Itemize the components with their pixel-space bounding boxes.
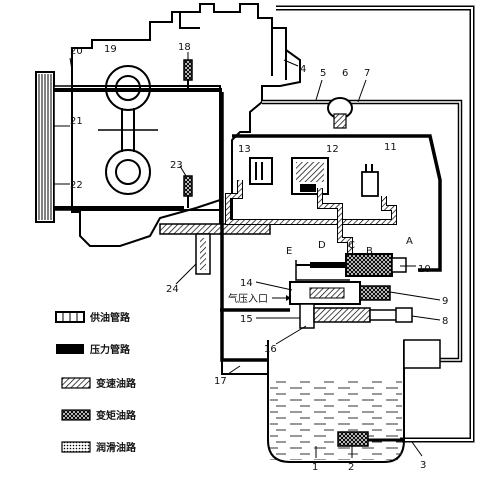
label-12: 12 xyxy=(326,144,339,155)
label-11: 11 xyxy=(384,142,397,153)
label-4: 4 xyxy=(300,64,306,75)
legend-supply: 供油管路 xyxy=(55,311,131,324)
label-18: 18 xyxy=(178,42,191,53)
filter xyxy=(327,97,353,129)
lube-loop xyxy=(276,5,475,443)
label-22: 22 xyxy=(70,180,83,191)
legend-torque-label: 变矩油路 xyxy=(96,409,137,422)
label-2: 2 xyxy=(348,462,354,473)
legend-pressure-label: 压力管路 xyxy=(90,343,131,356)
label-1: 1 xyxy=(312,462,318,473)
torque-converter xyxy=(71,65,221,211)
label-16: 16 xyxy=(264,344,277,355)
label-8: 8 xyxy=(442,316,448,327)
valve-11 xyxy=(361,164,379,197)
label-21: 21 xyxy=(70,116,83,127)
legend-torque: 变矩油路 xyxy=(61,409,137,422)
label-15: 15 xyxy=(240,314,253,325)
port-a: A xyxy=(406,236,413,247)
label-5: 5 xyxy=(320,68,326,79)
port-c: C xyxy=(348,240,355,251)
pressure-line-bottom xyxy=(54,206,184,210)
legend-supply-label: 供油管路 xyxy=(89,311,131,324)
port-d: D xyxy=(318,240,326,251)
label-3: 3 xyxy=(420,460,426,471)
label-13: 13 xyxy=(238,144,251,155)
label-19: 19 xyxy=(104,44,117,55)
actuator xyxy=(289,281,413,329)
legend-pressure: 压力管路 xyxy=(56,343,131,356)
valve-body-e xyxy=(295,260,350,281)
port-b: B xyxy=(366,246,373,257)
pressure-line-top xyxy=(54,88,222,92)
legend: 供油管路 压力管路 变速油路 变矩油路 润滑油路 xyxy=(55,311,137,454)
label-17: 17 xyxy=(214,376,227,387)
shift-circuit xyxy=(225,180,397,254)
input-flange xyxy=(35,71,73,223)
output-shaft xyxy=(159,223,271,275)
valve-23 xyxy=(183,175,193,208)
label-23: 23 xyxy=(170,160,183,171)
label-9: 9 xyxy=(442,296,448,307)
legend-shift: 变速油路 xyxy=(61,377,137,390)
legend-shift-label: 变速油路 xyxy=(96,377,137,390)
reservoir-13 xyxy=(249,157,273,185)
label-24: 24 xyxy=(166,284,179,295)
leader-lines xyxy=(54,52,441,458)
label-10: 10 xyxy=(418,264,431,275)
label-20: 20 xyxy=(70,46,83,57)
reservoir-12 xyxy=(291,157,329,195)
air-inlet-label: 气压入口 xyxy=(228,292,268,305)
legend-lube-label: 润滑油路 xyxy=(96,441,137,454)
transmission-housing xyxy=(71,3,301,247)
return-line xyxy=(221,360,268,375)
control-valve xyxy=(296,253,407,277)
legend-lube: 润滑油路 xyxy=(61,441,137,454)
oil-sump xyxy=(267,339,441,463)
label-7: 7 xyxy=(364,68,370,79)
component-numbers: 1 2 3 4 5 6 7 8 9 10 11 12 13 14 15 16 1… xyxy=(70,42,448,473)
port-e: E xyxy=(286,246,292,257)
label-6: 6 xyxy=(342,68,348,79)
label-14: 14 xyxy=(240,278,253,289)
air-inlet-arrowhead xyxy=(286,295,291,301)
valve-18 xyxy=(183,59,193,88)
port-letters: A B C D E xyxy=(286,236,413,257)
